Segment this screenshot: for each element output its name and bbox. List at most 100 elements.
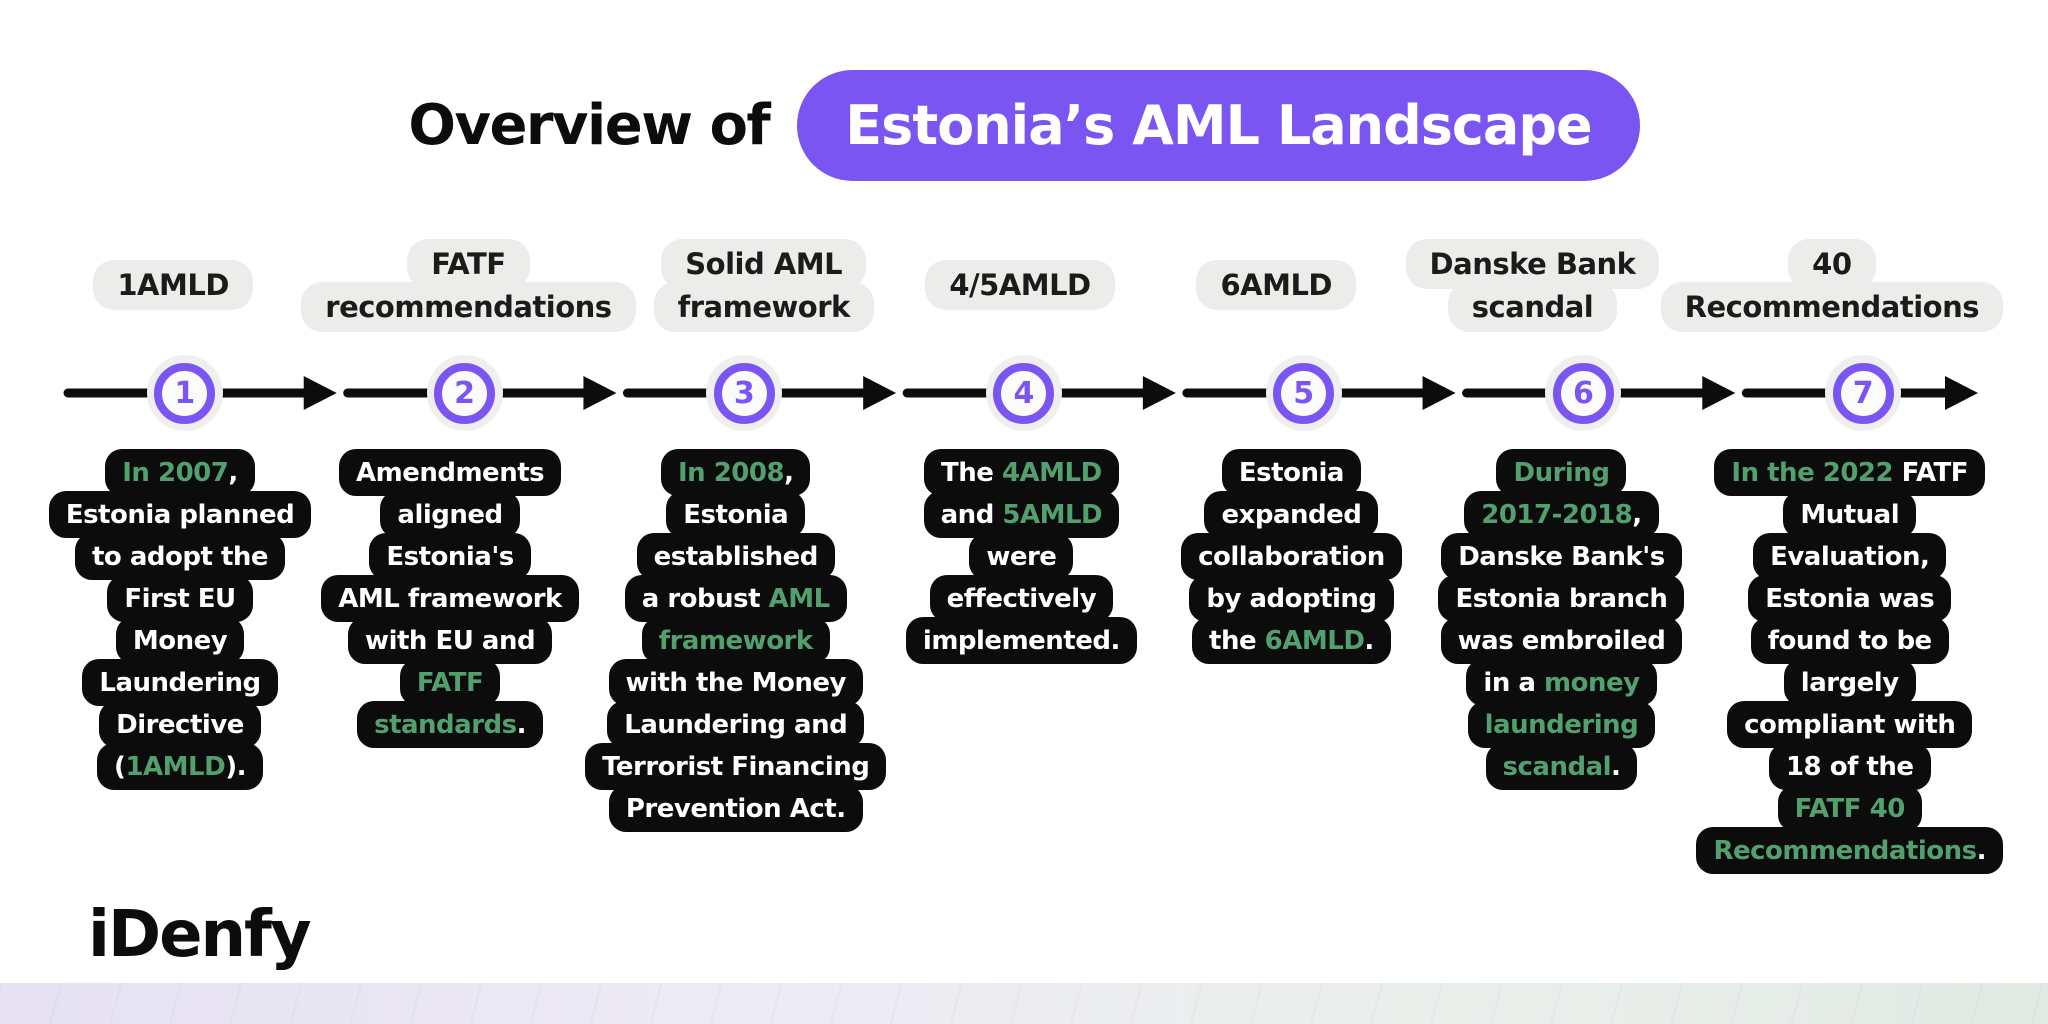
card-line: framework <box>641 617 830 664</box>
card-line: (1AMLD). <box>97 743 263 790</box>
card-text: Laundering and <box>624 709 848 740</box>
highlight-text: AML <box>768 583 831 614</box>
card-text: 18 of the <box>1785 751 1914 782</box>
step-marker-cell: 7 <box>1723 355 2003 431</box>
card-text: Estonia's <box>386 541 514 572</box>
card-text: by adopting <box>1206 583 1377 614</box>
card-line: expanded <box>1204 491 1379 538</box>
card-text: Money <box>132 625 228 656</box>
card-text: The <box>941 457 1002 488</box>
card-text: . <box>1976 835 1987 866</box>
number-circle: 7 <box>1832 362 1894 424</box>
card-line: Evaluation, <box>1753 533 1947 580</box>
card-text: AML framework <box>338 583 562 614</box>
card-text: Estonia was <box>1765 583 1935 614</box>
card-text: . <box>1364 625 1374 656</box>
card-text: , <box>784 457 794 488</box>
highlight-text: scandal <box>1502 751 1612 782</box>
card-line: 18 of the <box>1768 743 1931 790</box>
step-1-marker: 1 <box>146 355 223 431</box>
card-line: with the Money <box>608 659 863 706</box>
card-text: First EU <box>124 583 236 614</box>
card-line: largely <box>1783 659 1916 706</box>
card-line: In 2007, <box>105 449 255 496</box>
card-line: established <box>636 533 835 580</box>
step-4-marker: 4 <box>985 355 1062 431</box>
card-text: Estonia planned <box>65 499 295 530</box>
step-5-marker: 5 <box>1265 355 1342 431</box>
step-number: 4 <box>1013 375 1035 411</box>
card-text: and <box>940 499 1003 530</box>
card-line: effectively <box>929 575 1114 622</box>
highlight-text: In 2007 <box>122 457 229 488</box>
step-7-marker: 7 <box>1825 355 1902 431</box>
step-number: 6 <box>1572 375 1594 411</box>
highlight-text: 1AMLD <box>125 751 226 782</box>
card-line: Estonia branch <box>1438 575 1685 622</box>
card-line: During <box>1496 449 1627 496</box>
card-text: established <box>653 541 819 572</box>
card-text: ). <box>225 751 246 782</box>
card-line: scandal. <box>1485 743 1638 790</box>
card-line: FATF <box>399 659 501 706</box>
card-line: was embroiled <box>1440 617 1683 664</box>
label-pill: recommendations <box>301 281 636 332</box>
step-2-marker: 2 <box>426 355 503 431</box>
card-line: compliant with <box>1727 701 1973 748</box>
card-text: Directive <box>116 709 244 740</box>
step-number: 1 <box>174 375 196 411</box>
card-text: the <box>1209 625 1265 656</box>
label-pill: Solid AML <box>661 238 867 289</box>
card-text: was embroiled <box>1457 625 1666 656</box>
card-text: Amendments <box>356 457 545 488</box>
card-text: compliant with <box>1744 709 1956 740</box>
card-text: , <box>228 457 238 488</box>
card-line: a robust AML <box>624 575 847 622</box>
card-text: in a <box>1483 667 1544 698</box>
card-text: collaboration <box>1198 541 1385 572</box>
label-pill: framework <box>653 281 874 332</box>
card-line: The 4AMLD <box>924 449 1119 496</box>
step-marker-cell: 5 <box>1164 355 1444 431</box>
label-pill: scandal <box>1447 281 1618 332</box>
label-pill: Danske Bank <box>1405 238 1660 289</box>
number-circle: 5 <box>1273 362 1335 424</box>
highlight-text: In 2008 <box>677 457 785 488</box>
card-line: collaboration <box>1181 533 1402 580</box>
card-line: Danske Bank's <box>1441 533 1682 580</box>
card-text: . <box>1611 751 1621 782</box>
step-number: 5 <box>1293 375 1315 411</box>
step-marker-cell: 1 <box>45 355 325 431</box>
label-pill: Recommendations <box>1660 281 2003 332</box>
highlight-text: laundering <box>1484 709 1639 740</box>
card-line: Terrorist Financing <box>585 743 887 790</box>
step-6-marker: 6 <box>1545 355 1622 431</box>
highlight-text: FATF 40 <box>1794 793 1906 824</box>
card-text: Terrorist Financing <box>602 751 870 782</box>
card-line: Amendments <box>339 449 562 496</box>
card-line: Estonia planned <box>48 491 312 538</box>
card-line: 2017-2018, <box>1464 491 1659 538</box>
card-line: standards. <box>357 701 544 748</box>
card-line: Estonia's <box>369 533 531 580</box>
card-text: Danske Bank's <box>1458 541 1665 572</box>
card-text: Evaluation, <box>1770 541 1930 572</box>
label-pill: FATF <box>407 238 530 289</box>
card-line: Estonia was <box>1748 575 1952 622</box>
card-line: FATF 40 <box>1777 785 1922 832</box>
highlight-text: 2017-2018 <box>1481 499 1633 530</box>
card-line: the 6AMLD. <box>1192 617 1391 664</box>
number-circle: 3 <box>713 362 775 424</box>
page-header: Overview of Estonia’s AML Landscape <box>0 0 2048 181</box>
card-line: In the 2022 FATF <box>1714 449 1986 496</box>
card-line: to adopt the <box>74 533 286 580</box>
card-text: effectively <box>946 583 1097 614</box>
card-text: implemented. <box>922 625 1120 656</box>
label-pill: 40 <box>1788 238 1876 289</box>
highlight-text: During <box>1513 457 1610 488</box>
step-4-label: 4/5AMLD <box>925 260 1115 310</box>
step-marker-cell: 2 <box>325 355 605 431</box>
